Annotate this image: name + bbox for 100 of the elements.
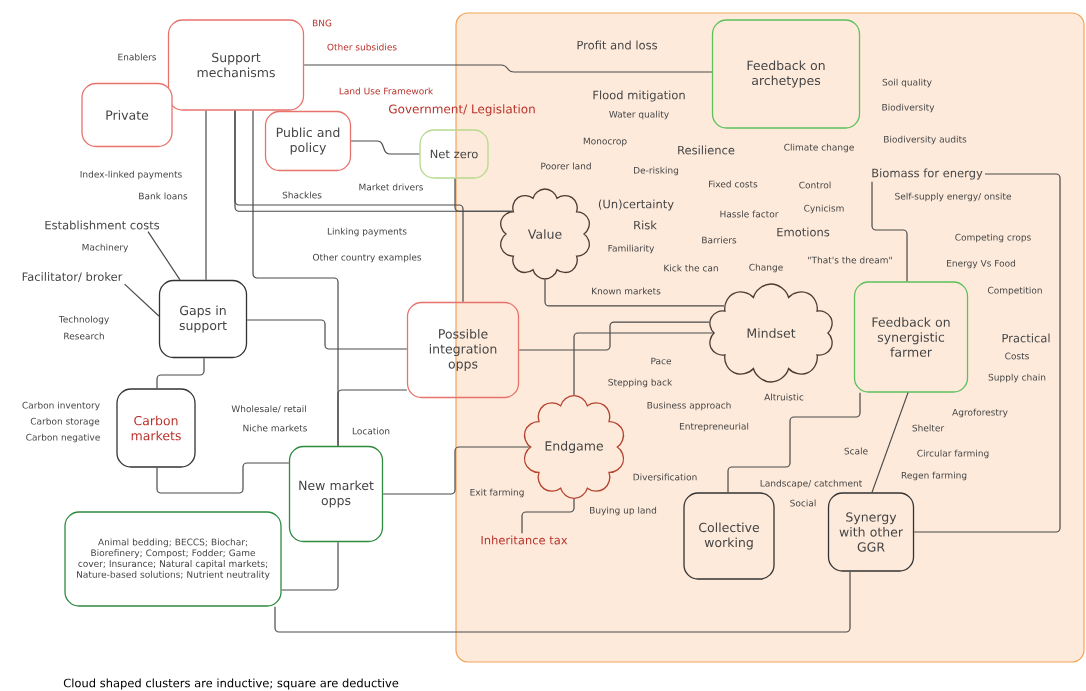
label-text: Index-linked payments xyxy=(80,170,182,180)
cluster-cloud: Mindset xyxy=(709,283,833,383)
label-text: Biodiversity xyxy=(882,103,935,113)
connector-line xyxy=(573,332,714,396)
concept-box: Possible integration opps xyxy=(406,301,520,399)
label-text: Barriers xyxy=(702,236,737,244)
label-text: Niche markets xyxy=(243,424,308,432)
connector-line xyxy=(382,446,531,495)
label-text: Technology xyxy=(58,315,109,325)
concept-box: Gaps in support xyxy=(158,279,248,359)
label-text: Bank loans xyxy=(139,192,188,200)
label-text: Soil quality xyxy=(882,78,932,88)
connector-line xyxy=(156,462,290,494)
label-text: Carbon inventory xyxy=(22,401,100,411)
node-label: Biomass for energy xyxy=(872,168,983,180)
label-text: Entrepreneurial xyxy=(679,422,749,432)
label-text: Enablers xyxy=(118,53,157,61)
concept-box: Animal bedding; BECCS; Biochar; Biorefinery; Compost; Fodder; Game cover; Insurance; Natural capital markets; Nature-based solutions; Nutrient neutrality xyxy=(64,511,282,607)
concept-box: Feedback on archetypes xyxy=(711,19,861,129)
label-text: Carbon negative xyxy=(26,433,100,443)
connector-line xyxy=(147,231,181,281)
label-text: De-risking xyxy=(634,166,679,176)
label-text: Hassle factor xyxy=(720,210,779,218)
label-text: Known markets xyxy=(592,287,661,295)
label-text: Research xyxy=(64,332,104,340)
connector-line xyxy=(350,140,420,155)
connector-line xyxy=(303,64,713,73)
connector-line xyxy=(454,178,514,212)
label-text: Diversification xyxy=(633,473,697,481)
label-text: Location xyxy=(352,427,390,435)
concept-box: Carbon markets xyxy=(116,388,196,468)
label-text: Land Use Framework xyxy=(339,87,434,95)
label-text: Machinery xyxy=(82,243,129,253)
label-text: Landscape/ catchment xyxy=(760,479,862,489)
label-text: Government/ Legislation xyxy=(388,104,535,116)
label-text: Stepping back xyxy=(608,378,673,388)
concept-box: New market opps xyxy=(288,445,384,543)
label-text: Altruistic xyxy=(764,393,804,401)
label-text: Competing crops xyxy=(955,233,1031,243)
label-text: Carbon storage xyxy=(30,417,100,427)
connector-line xyxy=(274,571,851,633)
label-text: Cynicism xyxy=(804,204,844,214)
label-text: Poorer land xyxy=(541,162,591,170)
label-text: Control xyxy=(799,181,831,189)
concept-box: Synergy with other GGR xyxy=(827,492,915,572)
label-text: Wholesale/ retail xyxy=(231,405,306,413)
label-text: Scale xyxy=(844,447,868,455)
node-label: Inheritance tax xyxy=(481,535,568,545)
concept-box: Support mechanisms xyxy=(167,19,305,111)
connector-line xyxy=(871,392,909,493)
connector-line xyxy=(281,541,339,591)
label-text: Water quality xyxy=(609,110,669,120)
concept-box: Collective working xyxy=(683,492,775,580)
label-text: Business approach xyxy=(647,401,731,411)
label-text: Regen farming xyxy=(901,471,967,481)
concept-box: Net zero xyxy=(419,129,489,179)
connector-line xyxy=(913,173,1061,533)
connector-line xyxy=(123,283,160,317)
node-label: Establishment costs xyxy=(45,220,160,230)
label-text: Resilience xyxy=(678,145,735,155)
label-text: Biodiversity audits xyxy=(884,135,967,145)
concept-box: Feedback on synergistic farmer xyxy=(853,281,969,393)
cluster-cloud: Value xyxy=(500,188,590,280)
label-text: Kick the can xyxy=(664,264,718,272)
label-text: Monocrop xyxy=(583,137,627,147)
connector-line xyxy=(337,389,408,447)
label-text: Circular farming xyxy=(917,449,989,459)
label-text: Flood mitigation xyxy=(593,90,685,102)
label-text: Risk xyxy=(634,220,657,230)
label-text: Other country examples xyxy=(312,253,422,263)
concept-box: Public and policy xyxy=(264,110,352,172)
label-text: Change xyxy=(749,263,783,273)
connector-line xyxy=(727,392,861,493)
label-text: Climate change xyxy=(784,143,854,153)
label-text: Shelter xyxy=(912,424,945,432)
connector-line xyxy=(234,110,464,303)
label-text: Linking payments xyxy=(327,227,407,237)
connector-line xyxy=(518,321,710,351)
label-text: Energy Vs Food xyxy=(947,259,1016,269)
label-text: Supply chain xyxy=(988,373,1046,383)
concept-box: Private xyxy=(81,82,173,148)
label-text: BNG xyxy=(312,19,332,27)
connector-line xyxy=(246,319,408,350)
label-text: Social xyxy=(790,499,816,507)
label-text: Emotions xyxy=(777,227,830,237)
label-text: Agroforestry xyxy=(952,408,1008,418)
node-label: Facilitator/ broker xyxy=(22,272,123,282)
label-text: Shackles xyxy=(282,191,322,199)
label-text: Familiarity xyxy=(608,244,655,254)
label-text: Fixed costs xyxy=(709,180,758,188)
label-text: "That's the dream" xyxy=(808,256,892,264)
label-text: Buying up land xyxy=(590,506,657,516)
label-text: Profit and loss xyxy=(577,40,658,50)
connector-line xyxy=(544,279,725,307)
caption: Cloud shaped clusters are inductive; square are deductive xyxy=(63,678,399,690)
label-text: Market drivers xyxy=(359,183,424,191)
label-text: Self-supply energy/ onsite xyxy=(895,192,1011,202)
connector-line xyxy=(205,110,207,281)
label-text: Costs xyxy=(1005,352,1029,360)
connector-line xyxy=(871,181,908,282)
